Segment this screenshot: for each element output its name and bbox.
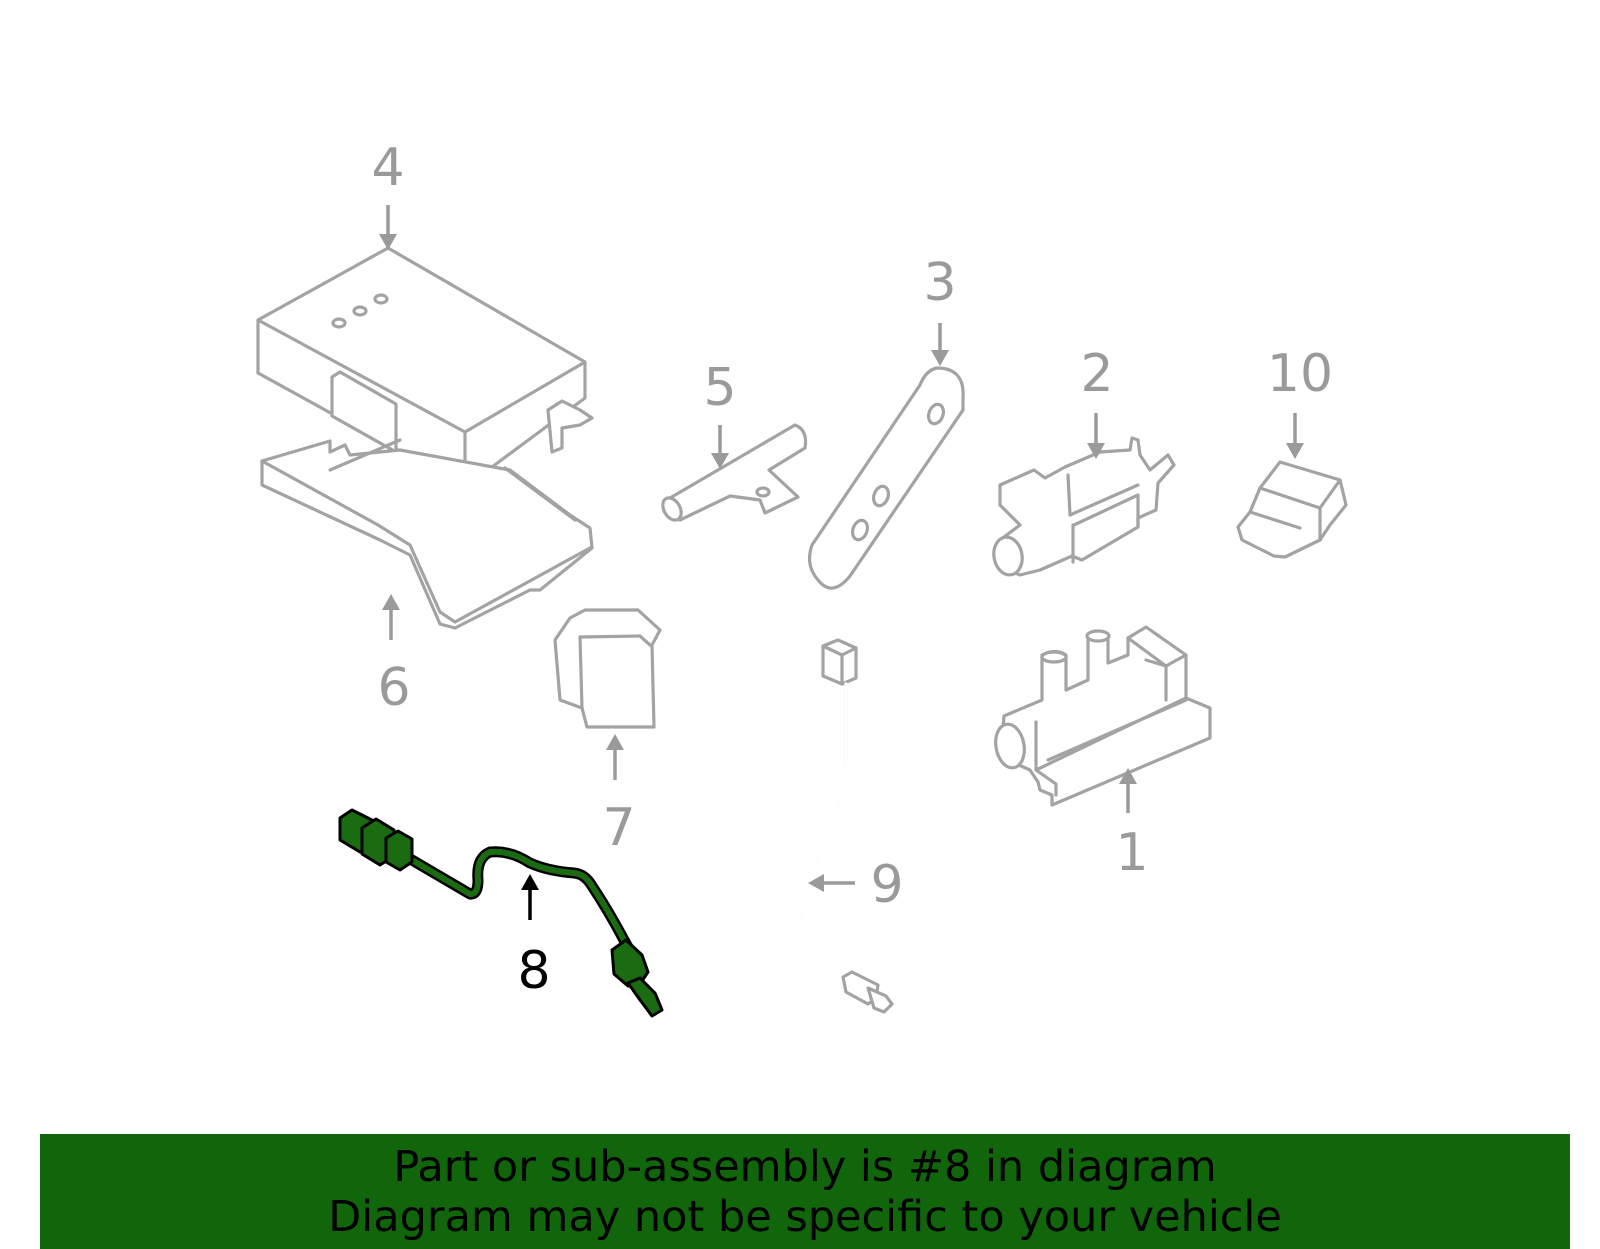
part-10-connector[interactable] bbox=[1236, 460, 1348, 559]
part-8-oxygen-sensor-highlighted[interactable] bbox=[338, 808, 664, 1018]
callout-3[interactable]: 3 bbox=[923, 253, 956, 313]
callout-8[interactable]: 8 bbox=[517, 941, 550, 1001]
callout-10[interactable]: 10 bbox=[1267, 344, 1333, 404]
callout-9[interactable]: 9 bbox=[870, 855, 903, 915]
callout-arrows bbox=[379, 205, 1304, 920]
part-9-sensor[interactable] bbox=[798, 638, 894, 1014]
part-1-vacuum-valve[interactable] bbox=[992, 625, 1212, 807]
info-banner: Part or sub-assembly is #8 in diagram Di… bbox=[40, 1134, 1570, 1249]
banner-line-1: Part or sub-assembly is #8 in diagram bbox=[393, 1141, 1217, 1192]
callout-2[interactable]: 2 bbox=[1080, 344, 1113, 404]
part-5-bracket[interactable] bbox=[659, 423, 808, 523]
parts-diagram: 4 6 5 3 2 10 7 1 9 8 bbox=[256, 138, 1348, 1018]
callout-6[interactable]: 6 bbox=[377, 658, 410, 718]
callout-labels: 4 6 5 3 2 10 7 1 9 8 bbox=[371, 138, 1333, 1001]
banner-line-2: Diagram may not be specific to your vehi… bbox=[328, 1191, 1282, 1242]
part-7-cover[interactable] bbox=[553, 608, 662, 729]
part-3-plate[interactable] bbox=[807, 366, 965, 590]
callout-4[interactable]: 4 bbox=[371, 138, 404, 198]
part-6-tray[interactable] bbox=[260, 438, 594, 630]
part-2-valve[interactable] bbox=[991, 436, 1176, 577]
callout-7[interactable]: 7 bbox=[602, 798, 635, 858]
callout-5[interactable]: 5 bbox=[703, 358, 736, 418]
callout-1[interactable]: 1 bbox=[1115, 823, 1148, 883]
